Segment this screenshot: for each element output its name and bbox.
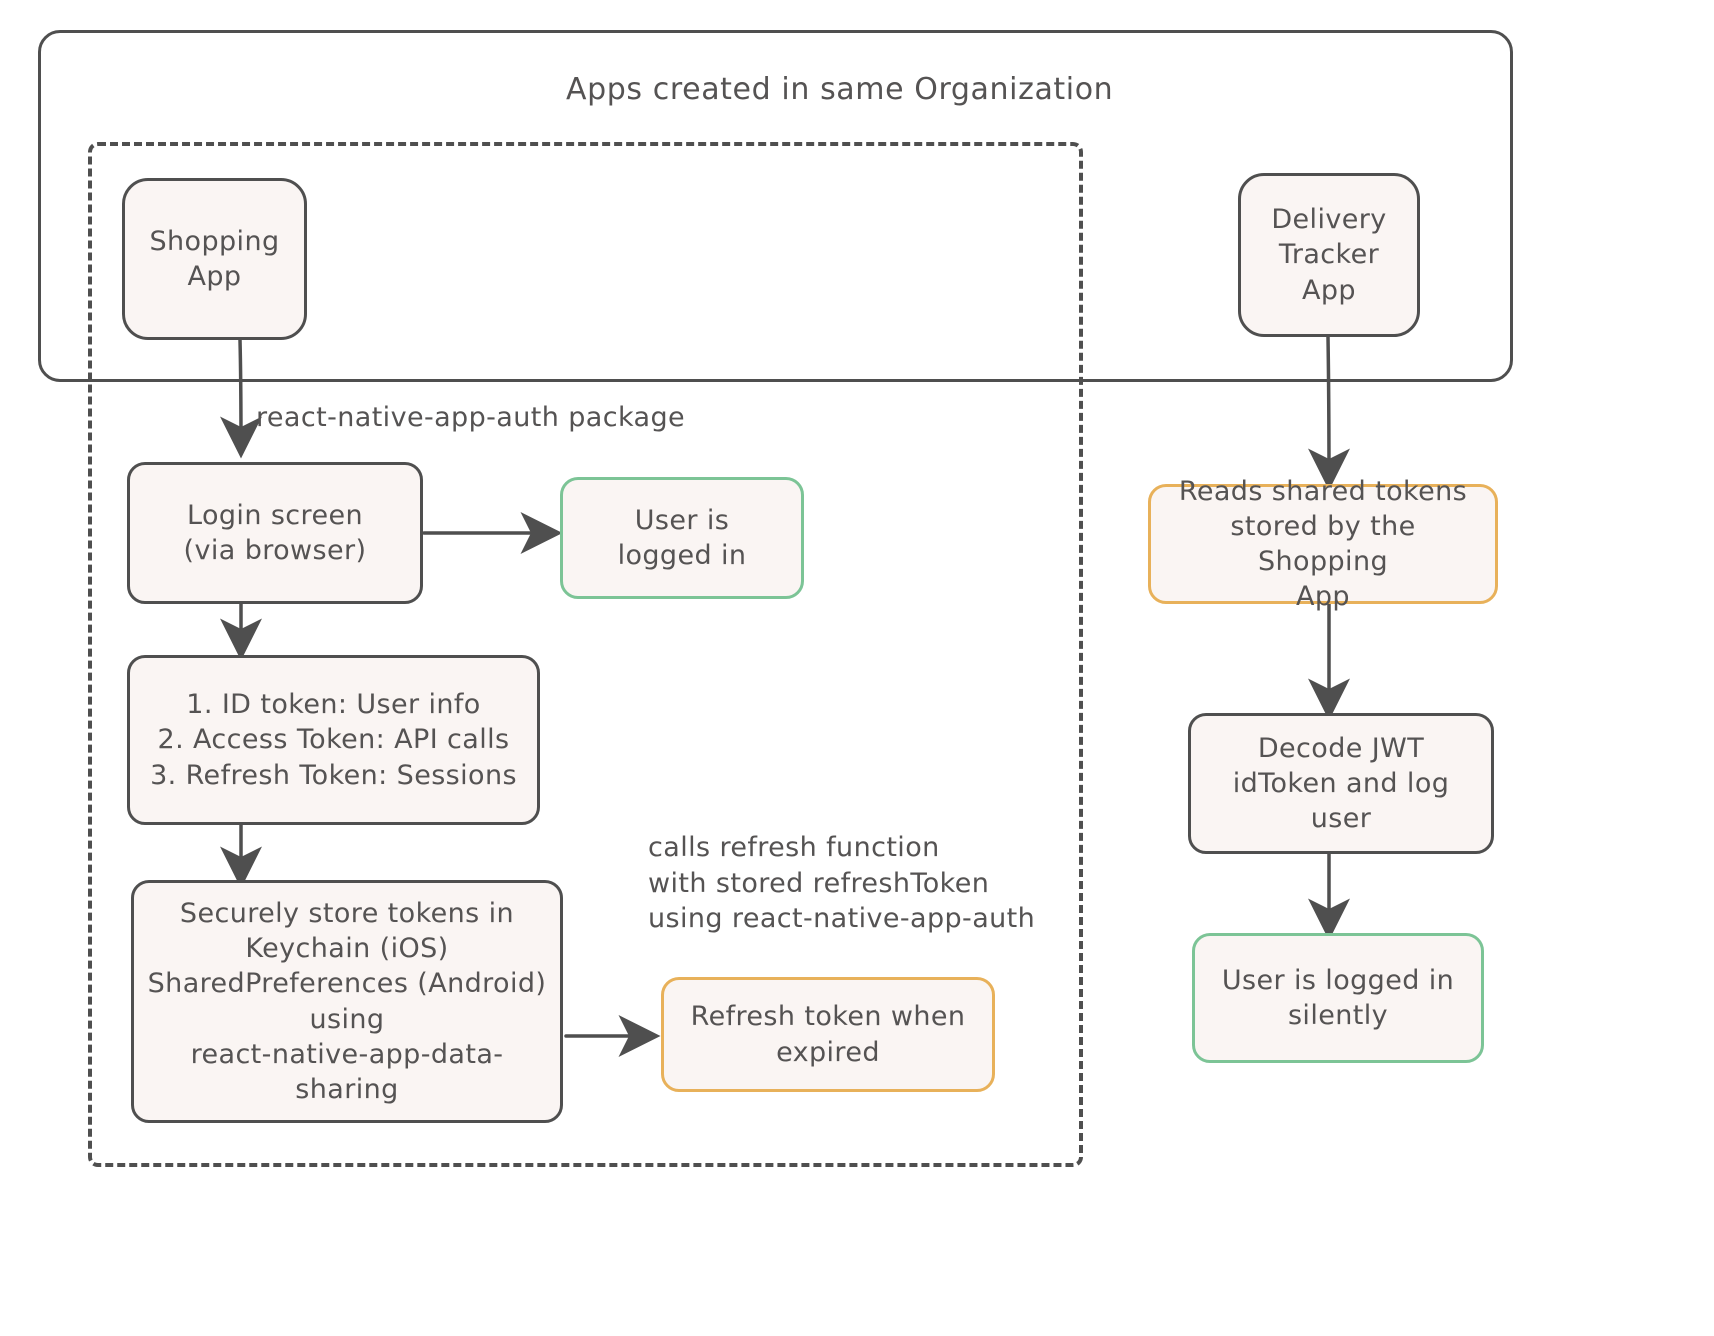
node-decode-jwt-label: Decode JWT idToken and log user — [1232, 732, 1450, 835]
node-reads-shared-tokens-label: Reads shared tokens stored by the Shoppi… — [1178, 475, 1468, 613]
group-organization-title: Apps created in same Organization — [566, 72, 1114, 107]
group-shopping-flow — [88, 142, 1083, 1167]
node-user-logged-in[interactable]: User is logged in — [560, 477, 804, 599]
node-silent-login[interactable]: User is logged in silently — [1192, 933, 1484, 1063]
node-secure-store[interactable]: Securely store tokens in Keychain (iOS) … — [131, 880, 563, 1123]
node-tokens-list[interactable]: 1. ID token: User info 2. Access Token: … — [127, 655, 540, 825]
node-silent-login-label: User is logged in silently — [1221, 964, 1455, 1031]
node-shopping-app[interactable]: Shopping App — [122, 178, 307, 340]
node-tokens-list-label: 1. ID token: User info 2. Access Token: … — [150, 689, 517, 791]
node-reads-shared-tokens[interactable]: Reads shared tokens stored by the Shoppi… — [1148, 476, 1498, 612]
node-refresh-token-label: Refresh token when expired — [690, 1001, 966, 1068]
node-decode-jwt[interactable]: Decode JWT idToken and log user — [1188, 713, 1494, 854]
node-login-screen-label: Login screen (via browser) — [183, 499, 367, 566]
node-shopping-app-label: Shopping App — [149, 225, 280, 292]
edge-label-auth-package: react-native-app-auth package — [256, 402, 686, 433]
node-delivery-tracker-app[interactable]: Delivery Tracker App — [1238, 173, 1420, 337]
group-organization — [38, 30, 1513, 382]
node-refresh-token[interactable]: Refresh token when expired — [661, 977, 995, 1092]
node-user-logged-in-label: User is logged in — [617, 504, 747, 571]
edge-label-refresh-note: calls refresh function with stored refre… — [648, 832, 1036, 935]
node-login-screen[interactable]: Login screen (via browser) — [127, 462, 423, 604]
node-secure-store-label: Securely store tokens in Keychain (iOS) … — [147, 898, 547, 1105]
node-delivery-tracker-app-label: Delivery Tracker App — [1271, 204, 1387, 306]
